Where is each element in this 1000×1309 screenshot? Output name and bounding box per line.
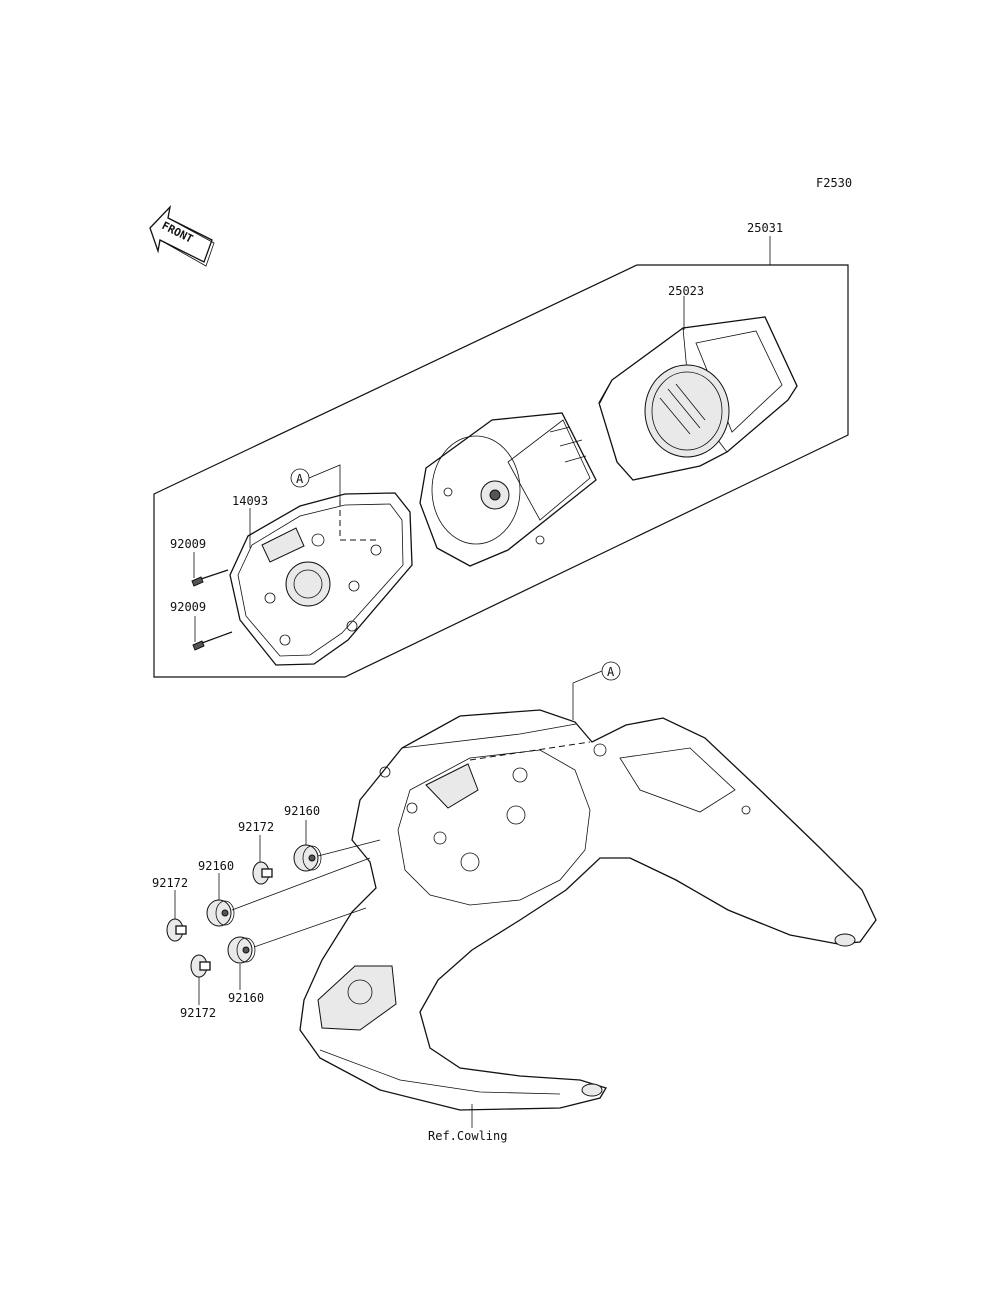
label-collar-lower: 92172 [180,1006,216,1020]
label-damper-upper: 92160 [284,804,320,818]
label-screw-upper: 92009 [170,537,206,551]
damper-upper [293,844,322,872]
label-meter-case-bottom: 14093 [232,494,268,508]
cowling [299,709,877,1111]
collar-upper [252,861,273,885]
figure-code: F2530 [816,176,852,190]
label-screw-lower: 92009 [170,600,206,614]
label-meter-case-cover: 25023 [668,284,704,298]
front-arrow-icon: FRONT [149,204,215,267]
screw-upper [191,569,229,587]
meter-case-bottom [229,492,413,666]
screw-lower [192,631,233,651]
label-meter-assembly: 25031 [747,221,783,235]
label-damper-lower: 92160 [228,991,264,1005]
label-reference-cowling: Ref.Cowling [428,1129,507,1143]
label-collar-middle: 92172 [152,876,188,890]
assembly-boundary-box [153,264,849,678]
collar-middle [166,918,187,942]
marker-a-lower: A [607,665,615,679]
collar-lower [190,954,211,978]
label-collar-upper: 92172 [238,820,274,834]
damper-middle [206,899,235,927]
meter-unit [419,412,597,567]
label-damper-middle: 92160 [198,859,234,873]
damper-lower [227,936,256,964]
meter-case-cover [598,316,798,481]
marker-a-upper: A [296,472,304,486]
